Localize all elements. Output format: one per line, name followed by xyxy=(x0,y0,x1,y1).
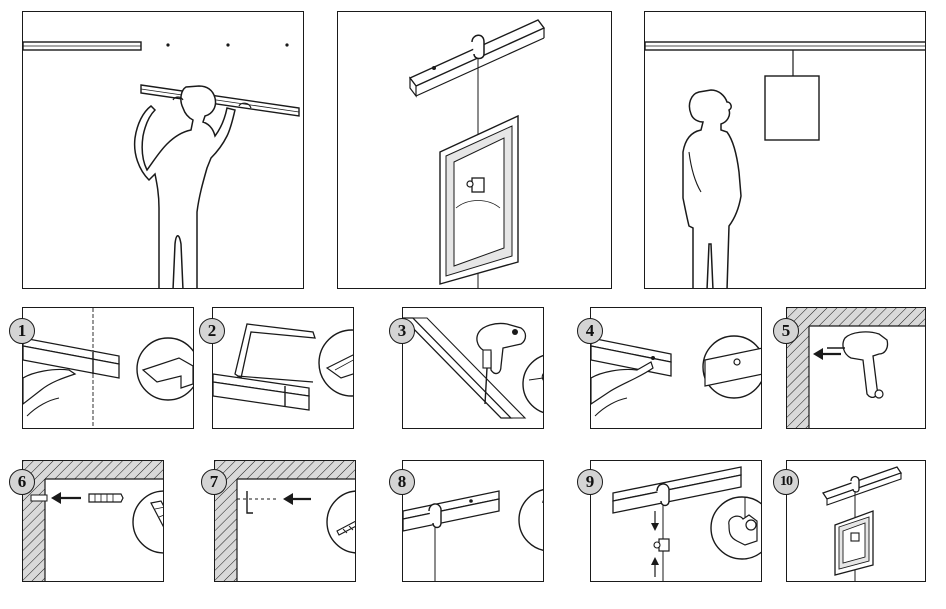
overview-panel-hang-picture xyxy=(337,11,612,289)
step-panel-7 xyxy=(214,460,356,582)
step-panel-2 xyxy=(212,307,354,429)
step-panel-3 xyxy=(402,307,544,429)
step-panel-9 xyxy=(590,460,762,582)
step-number-badge: 2 xyxy=(199,318,225,344)
adjust-hanger-illustration xyxy=(612,466,742,581)
cut-rail-detail-icon xyxy=(318,329,353,397)
step-number-badge: 5 xyxy=(773,318,799,344)
hung-picture-illustration xyxy=(821,466,903,581)
step-panel-4 xyxy=(590,307,762,429)
hanger-detail-icon xyxy=(710,496,761,560)
step-panel-10 xyxy=(786,460,926,582)
step-number-badge: 4 xyxy=(577,318,603,344)
step-number-badge: 1 xyxy=(9,318,35,344)
step-number-badge: 8 xyxy=(389,469,415,495)
step-number-badge: 7 xyxy=(201,469,227,495)
attach-hook-illustration xyxy=(403,490,500,581)
person-holding-rail-illustration xyxy=(23,41,300,288)
step-number-badge: 3 xyxy=(389,318,415,344)
hook-detail-icon xyxy=(518,489,543,551)
hole-detail-icon xyxy=(702,335,761,399)
insert-dowel-illustration xyxy=(23,461,163,581)
mark-hole-illustration xyxy=(591,337,672,417)
rail-profile-detail-icon xyxy=(136,337,193,401)
step-number-badge: 9 xyxy=(577,469,603,495)
drill-wall-illustration xyxy=(787,308,925,428)
overview-panel-measure xyxy=(22,11,304,289)
step-panel-8 xyxy=(402,460,544,582)
step-panel-5 xyxy=(786,307,926,429)
step-number-badge: 10 xyxy=(773,469,799,495)
overview-panel-result xyxy=(644,11,926,289)
step-panel-6 xyxy=(22,460,164,582)
drill-detail-icon xyxy=(522,354,543,414)
person-viewing-picture-illustration xyxy=(645,41,925,288)
drill-rail-illustration xyxy=(403,317,527,419)
saw-rail-illustration xyxy=(213,323,316,411)
mark-rail-illustration xyxy=(23,308,120,428)
rail-hook-picture-illustration xyxy=(408,19,546,288)
dowel-detail-icon xyxy=(132,490,163,554)
insert-screw-illustration xyxy=(215,461,355,581)
step-panel-1 xyxy=(22,307,194,429)
screw-detail-icon xyxy=(326,490,355,554)
step-number-badge: 6 xyxy=(9,469,35,495)
